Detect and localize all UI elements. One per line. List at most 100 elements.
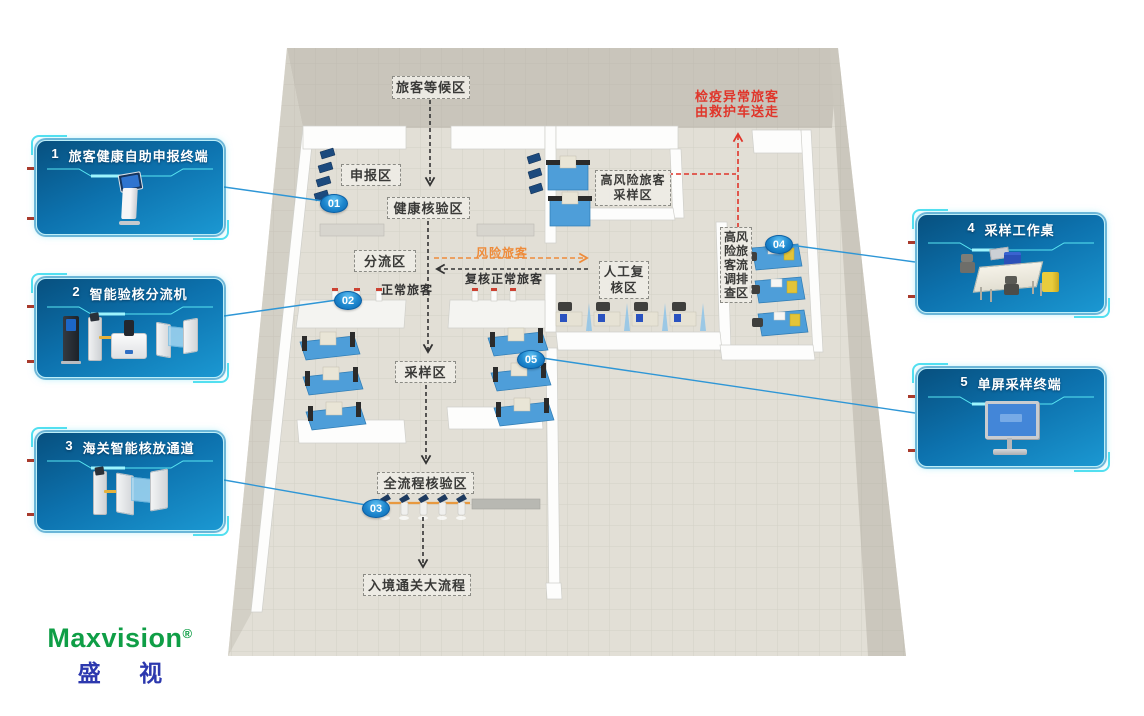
zone-label-full-process: 全流程核验区	[377, 472, 474, 494]
sampling-tables-right	[487, 327, 555, 427]
callout-accent	[27, 459, 34, 462]
normal-passenger-label: 正常旅客	[381, 283, 434, 297]
marker-02: 02	[334, 291, 362, 310]
callout-label: 采样工作桌	[984, 223, 1055, 238]
barrier-pillar	[87, 317, 127, 361]
wall-segment	[669, 148, 685, 219]
zone-label-waiting: 旅客等候区	[392, 76, 470, 99]
wall-segment	[545, 582, 563, 600]
wall-segment	[800, 129, 824, 353]
callout-title-1: 1 旅客健康自助申报终端	[37, 146, 223, 165]
callout-number: 5	[960, 374, 969, 389]
swing-gate	[115, 467, 168, 516]
wall-segment	[751, 129, 805, 154]
sampling-tables-left	[299, 331, 367, 431]
monitor-pole	[1007, 437, 1012, 450]
verify-kiosk	[60, 316, 81, 364]
marker-01: 01	[320, 194, 348, 213]
zone-label-entry-flow: 入境通关大流程	[363, 574, 471, 596]
callout-accent	[27, 360, 34, 363]
wall-segment	[555, 331, 723, 351]
callout-number: 3	[65, 438, 74, 453]
verification-machines-illustration	[37, 305, 223, 373]
callout-label: 旅客健康自助申报终端	[68, 149, 209, 164]
declare-kiosks	[313, 147, 544, 202]
zone-label-health-check: 健康核验区	[387, 197, 470, 219]
connector-line-1	[223, 186, 324, 202]
customs-gate-illustration	[37, 459, 223, 526]
callout-accent	[27, 167, 34, 170]
risk-passenger-label: 风险旅客	[476, 246, 529, 260]
waste-bin	[1042, 271, 1059, 292]
callout-box-1: 1 旅客健康自助申报终端	[27, 135, 229, 240]
swing-gate	[155, 317, 198, 359]
kiosk-stand	[121, 187, 138, 219]
quarantine-note-line1: 检疫异常旅客	[694, 89, 779, 104]
callout-number: 4	[967, 220, 976, 235]
callout-accent	[908, 295, 915, 298]
wall-segment	[719, 344, 816, 361]
zone-label-sampling: 采样区	[395, 361, 456, 383]
wall-segment	[302, 125, 407, 150]
callout-title-5: 5 单屏采样终端	[918, 374, 1104, 393]
brand-logo: Maxvision® 盛 视	[40, 620, 200, 688]
monitor-screen	[985, 400, 1039, 439]
survey-desks	[746, 243, 809, 337]
kiosk-illustration	[37, 167, 223, 230]
callout-label: 海关智能核放通道	[82, 441, 195, 456]
callout-accent	[27, 513, 34, 516]
callout-box-5: 5 单屏采样终端	[908, 363, 1110, 472]
brand-name-cn: 盛 视	[77, 660, 179, 686]
zone-label-declare: 申报区	[341, 164, 401, 186]
marker-05: 05	[517, 350, 545, 369]
chair	[960, 253, 975, 273]
connector-line-3	[223, 479, 367, 506]
scanner-box	[110, 320, 147, 359]
wall-segment	[450, 125, 546, 150]
connector-line-5	[541, 357, 916, 414]
callout-number: 1	[51, 146, 60, 161]
registered-mark: ®	[182, 626, 193, 641]
callout-label: 智能验核分流机	[89, 287, 188, 302]
callout-box-3: 3 海关智能核放通道	[27, 427, 229, 536]
marker-04: 04	[765, 235, 793, 254]
monitor-base	[993, 448, 1027, 455]
connector-line-4	[789, 244, 916, 263]
callout-box-4: 4 采样工作桌	[908, 209, 1110, 318]
brand-name-en: Maxvision®	[47, 623, 193, 653]
zone-label-divert: 分流区	[354, 250, 416, 272]
wall-segment	[555, 125, 679, 150]
marker-03: 03	[362, 499, 390, 518]
connector-line-2	[223, 299, 338, 317]
callout-accent	[908, 395, 915, 398]
furniture-group	[295, 147, 809, 520]
callout-label: 单屏采样终端	[977, 377, 1062, 392]
callout-title-4: 4 采样工作桌	[918, 220, 1104, 239]
chair	[1004, 275, 1019, 295]
high-risk-sampling-tables	[546, 155, 592, 227]
callout-accent	[908, 449, 915, 452]
barrier-pillar	[92, 470, 132, 515]
recheck-normal-label: 复核正常旅客	[465, 272, 544, 286]
zone-label-high-risk-sampling: 高风险旅客采样区	[595, 170, 671, 206]
quarantine-abnormal-note: 检疫异常旅客 由救护车送走	[679, 89, 795, 119]
zone-label-manual-review: 人工复核区	[599, 261, 649, 299]
divert-gate-banks	[295, 288, 546, 329]
callout-title-2: 2 智能验核分流机	[37, 284, 223, 303]
callout-accent	[27, 217, 34, 220]
wall-segment	[544, 273, 557, 333]
quarantine-note-line2: 由救护车送走	[694, 104, 779, 119]
callout-number: 2	[72, 284, 81, 299]
manual-review-desks	[555, 302, 706, 331]
kiosk-base	[119, 220, 140, 225]
callout-title-3: 3 海关智能核放通道	[37, 438, 223, 457]
callout-accent	[27, 305, 34, 308]
zone-label-high-risk-survey: 高风险旅客流调排查区	[720, 227, 752, 303]
connector-lines-group	[223, 186, 916, 506]
health-check-counters	[319, 223, 535, 237]
cooler-box	[1004, 251, 1021, 266]
monitor-illustration	[918, 395, 1104, 462]
flow-arrows-group	[417, 100, 744, 569]
callout-accent	[908, 241, 915, 244]
